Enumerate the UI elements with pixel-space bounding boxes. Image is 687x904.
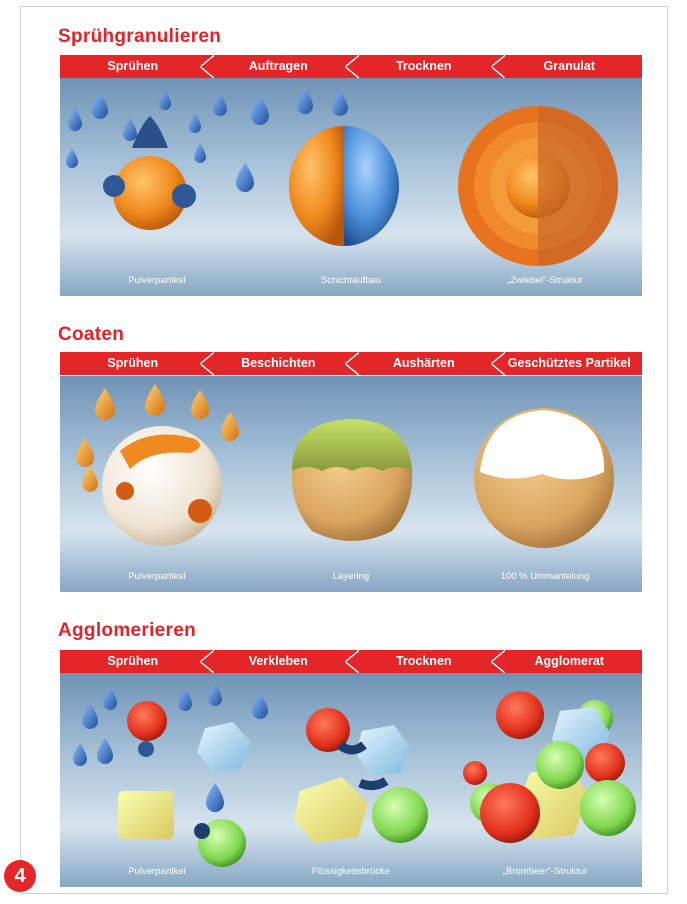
section-title-coaten: Coaten	[58, 324, 124, 346]
step-label: Beschichten	[206, 352, 352, 375]
blackberry-structure-agglomerate	[463, 691, 636, 843]
step-label: Auftragen	[206, 55, 352, 78]
step-label: Verkleben	[206, 650, 352, 673]
coating-illustration	[60, 376, 642, 592]
step-label: Trocknen	[351, 55, 497, 78]
liquid-bridge-cluster	[294, 708, 428, 843]
step-label: Agglomerat	[497, 650, 643, 673]
powder-particle-2	[102, 426, 222, 546]
caption: Pulverpartikel	[60, 866, 254, 877]
caption: Schichtaufbau	[254, 275, 448, 286]
step-label: Granulat	[497, 55, 643, 78]
agglomeration-illustration	[60, 673, 642, 887]
caption: Flüssigkeitsbrücke	[254, 866, 448, 877]
illustration-panel: Pulverpartikel Flüssigkeitsbrücke „Bromb…	[60, 673, 642, 887]
process-steps: Sprühen Auftragen Trocknen Granulat	[60, 55, 642, 78]
caption: Pulverpartikel	[60, 275, 254, 286]
separate-powder-particles	[118, 701, 251, 867]
process-steps: Sprühen Beschichten Aushärten Geschützte…	[60, 352, 642, 375]
caption: „Zwiebel“-Struktur	[448, 275, 642, 286]
section-title-spruehgranulieren: Sprühgranulieren	[58, 26, 221, 48]
layering-particle	[292, 419, 412, 541]
powder-particle-1	[103, 116, 196, 230]
illustration-panel: Pulverpartikel Schichtaufbau „Zwiebel“-S…	[60, 78, 642, 296]
caption: 100 % Ummantelung	[448, 571, 642, 582]
onion-structure-granule	[458, 106, 618, 266]
fully-coated-particle	[474, 408, 614, 548]
caption: Layering	[254, 571, 448, 582]
step-label: Trocknen	[351, 650, 497, 673]
caption: „Brombeer“-Struktur	[448, 866, 642, 877]
page-number-badge: 4	[4, 860, 36, 892]
granulation-illustration	[60, 78, 642, 296]
caption: Pulverpartikel	[60, 571, 254, 582]
step-label: Aushärten	[351, 352, 497, 375]
illustration-panel: Pulverpartikel Layering 100 % Ummantelun…	[60, 376, 642, 592]
layered-particle	[289, 126, 399, 246]
step-label: Geschütztes Partikel	[497, 352, 643, 375]
process-steps: Sprühen Verkleben Trocknen Agglomerat	[60, 650, 642, 673]
step-label: Sprühen	[60, 650, 206, 673]
step-label: Sprühen	[60, 352, 206, 375]
section-title-agglomerieren: Agglomerieren	[58, 620, 196, 642]
step-label: Sprühen	[60, 55, 206, 78]
